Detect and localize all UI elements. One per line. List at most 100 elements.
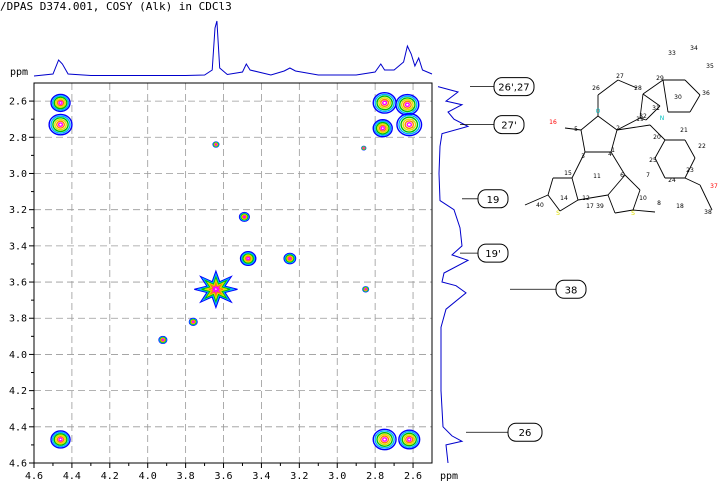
contour-line — [191, 320, 195, 324]
x-axis-label: ppm — [440, 471, 458, 482]
contour-line — [372, 119, 393, 138]
molecule-bond — [684, 79, 701, 96]
contour-line — [380, 435, 390, 444]
annotation-box — [493, 115, 525, 135]
cross-peak — [212, 141, 220, 148]
molecule-atom-label: 3 — [581, 153, 585, 160]
molecule-atom-label: 20 — [653, 134, 661, 141]
contour-line — [378, 124, 387, 132]
molecule-bond — [607, 194, 616, 214]
molecule-atom-label: 15 — [564, 170, 572, 177]
contour-line — [50, 430, 71, 449]
contour-line — [406, 437, 412, 442]
cross-peak — [362, 286, 370, 293]
molecule-bond — [524, 194, 549, 206]
molecule-atom-label: 19 — [636, 116, 644, 123]
contour-line — [55, 97, 67, 108]
contour-line — [378, 97, 392, 109]
molecule-atom-label: 4 — [608, 151, 612, 158]
contour-line — [242, 253, 254, 264]
annotation-label: 27' — [460, 115, 525, 135]
molecule-bond — [580, 129, 586, 153]
annotation-text: 27' — [501, 121, 516, 132]
molecule-bond — [684, 177, 701, 186]
contour-line — [243, 254, 253, 263]
molecule-bond — [571, 177, 579, 201]
contour-line — [378, 433, 392, 446]
molecule-atom-label: 27 — [616, 73, 624, 80]
x-tick-label: 4.4 — [63, 471, 81, 482]
molecule-atom-label: 10 — [639, 195, 647, 202]
contour-line — [380, 126, 386, 131]
contour-line — [400, 98, 414, 111]
molecule-atom-label: 37 — [710, 183, 718, 190]
contour-line — [285, 254, 295, 263]
molecule-atom-label: S — [631, 210, 635, 217]
molecule-bond — [547, 177, 554, 196]
contour-line — [208, 281, 224, 298]
contour-line — [406, 122, 413, 128]
y-tick-label: 4.4 — [9, 422, 27, 433]
contour-line — [287, 256, 293, 261]
contour-line — [53, 96, 68, 110]
contour-line — [197, 272, 235, 307]
molecule-bond — [689, 94, 701, 113]
annotation-text: 26 — [519, 428, 532, 439]
annotation-label: 19 — [462, 189, 509, 209]
chart-title: /DPAS D374.001, COSY (Alk) in CDCl3 — [0, 0, 232, 13]
molecule-bond — [610, 129, 618, 153]
annotation-text: 19' — [485, 249, 500, 260]
molecule-atom-label: 23 — [686, 167, 694, 174]
contour-line — [246, 256, 251, 261]
contour-line — [402, 100, 412, 109]
annotation-box — [477, 189, 509, 209]
molecule-bond — [639, 93, 644, 119]
cross-peak — [194, 269, 238, 310]
x-tick-label: 3.2 — [290, 471, 308, 482]
cross-peak — [372, 92, 397, 114]
molecule-atom-label: N — [660, 115, 665, 122]
molecule-bond — [632, 209, 656, 213]
molecule-atom-label: 25 — [649, 157, 657, 164]
contour-line — [374, 430, 395, 449]
molecule-bond — [597, 79, 619, 96]
molecule-bond — [642, 93, 661, 107]
molecule-atom-label: 34 — [690, 45, 698, 52]
contour-line — [50, 115, 71, 134]
contour-line — [51, 95, 70, 111]
cross-peak — [283, 252, 297, 265]
molecule-atom-label: 17 — [586, 203, 594, 210]
molecule-bond — [610, 151, 626, 176]
x-tick-label: 2.6 — [404, 471, 422, 482]
cross-peak — [238, 211, 250, 222]
contour-line — [382, 100, 388, 106]
top-projection-trace — [33, 20, 433, 77]
cross-peaks — [48, 92, 423, 451]
contour-line — [374, 120, 392, 137]
annotation-label: 26 — [466, 422, 543, 442]
contour-line — [380, 98, 390, 108]
molecule-atom-label: 32 — [639, 113, 647, 120]
molecule-atom-label: 24 — [668, 177, 676, 184]
contour-line — [376, 431, 393, 447]
x-tick-label: 2.8 — [366, 471, 384, 482]
molecule-bond — [624, 174, 641, 191]
annotation-label: 19' — [460, 243, 509, 263]
molecule-atom-label: 7 — [646, 172, 650, 179]
right-projection-trace — [437, 86, 470, 464]
annotation-box — [555, 279, 587, 299]
cross-peak — [188, 317, 198, 326]
contour-line — [201, 275, 231, 304]
molecule-atom-label: 14 — [560, 195, 568, 202]
contour-line — [58, 437, 63, 442]
x-tick-label: 3.4 — [252, 471, 270, 482]
x-tick-label: 4.0 — [139, 471, 157, 482]
contour-line — [214, 143, 218, 146]
contour-line — [364, 288, 367, 291]
molecule-atom-label: S — [556, 210, 560, 217]
y-axis-label: ppm — [10, 67, 28, 78]
y-tick-label: 4.2 — [9, 386, 27, 397]
